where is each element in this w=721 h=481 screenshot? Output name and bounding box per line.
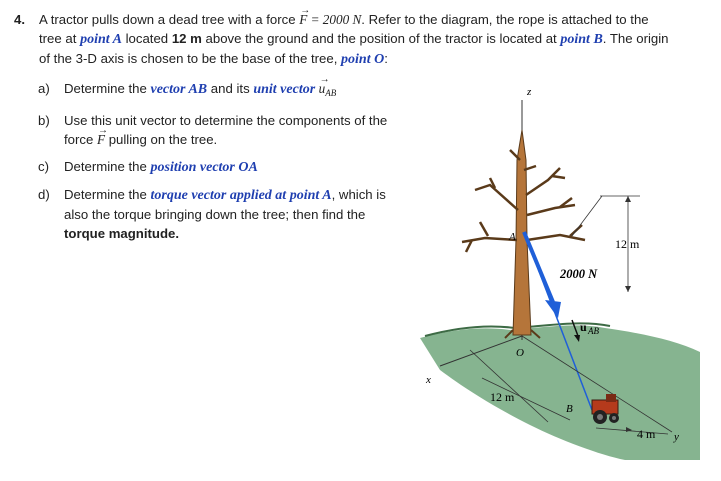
problem-number: 4.: [14, 12, 25, 27]
unit-vector-symbol: →u: [318, 74, 330, 96]
part-d: d) Determine the torque vector applied a…: [38, 187, 386, 241]
part-b: b) Use this unit vector to determine the…: [38, 113, 388, 147]
tractor: [591, 394, 619, 424]
force-label: 2000 N: [559, 267, 598, 281]
y-dimension-label: 4 m: [637, 427, 656, 441]
force-vector-symbol: →F: [299, 5, 311, 27]
intro-line-1: A tractor pulls down a dead tree with a …: [39, 5, 649, 27]
intro-line-2: tree at point A located 12 m above the g…: [39, 31, 669, 47]
svg-text:AB: AB: [587, 326, 599, 336]
y-axis-label: y: [673, 431, 679, 443]
tree-branches: [461, 149, 586, 253]
x-dimension-label: 12 m: [490, 390, 515, 404]
force-arrow: [522, 231, 555, 303]
label-point-a: A: [508, 231, 516, 243]
label-origin: O: [516, 347, 524, 359]
part-c: c) Determine the position vector OA: [38, 159, 258, 175]
unit-vector-label: u: [580, 320, 587, 334]
label-point-b: B: [566, 403, 573, 415]
intro-line-3: of the 3-D axis is chosen to be the base…: [39, 51, 388, 67]
height-label: 12 m: [615, 237, 640, 251]
point-o-text: point O: [341, 52, 385, 67]
y-axis: [521, 335, 673, 433]
tree-trunk: [512, 129, 532, 336]
force-vector-symbol: →F: [96, 125, 108, 147]
unit-vector-arrow: [571, 319, 579, 337]
force-arrowhead: [545, 300, 561, 318]
x-axis-label: x: [425, 374, 431, 386]
part-a: a) Determine the vector AB and its unit …: [38, 74, 337, 98]
point-a-text: point A: [80, 32, 122, 47]
height-text: 12 m: [171, 31, 202, 46]
ground-plane: [420, 325, 700, 460]
force-value: = 2000 N: [307, 12, 362, 27]
z-axis-label: z: [526, 86, 532, 98]
x-axis: [439, 335, 523, 367]
point-b-text: point B: [560, 32, 603, 47]
question-parts: a) Determine the vector AB and its unit …: [38, 74, 418, 251]
problem-intro: A tractor pulls down a dead tree with a …: [39, 5, 709, 69]
